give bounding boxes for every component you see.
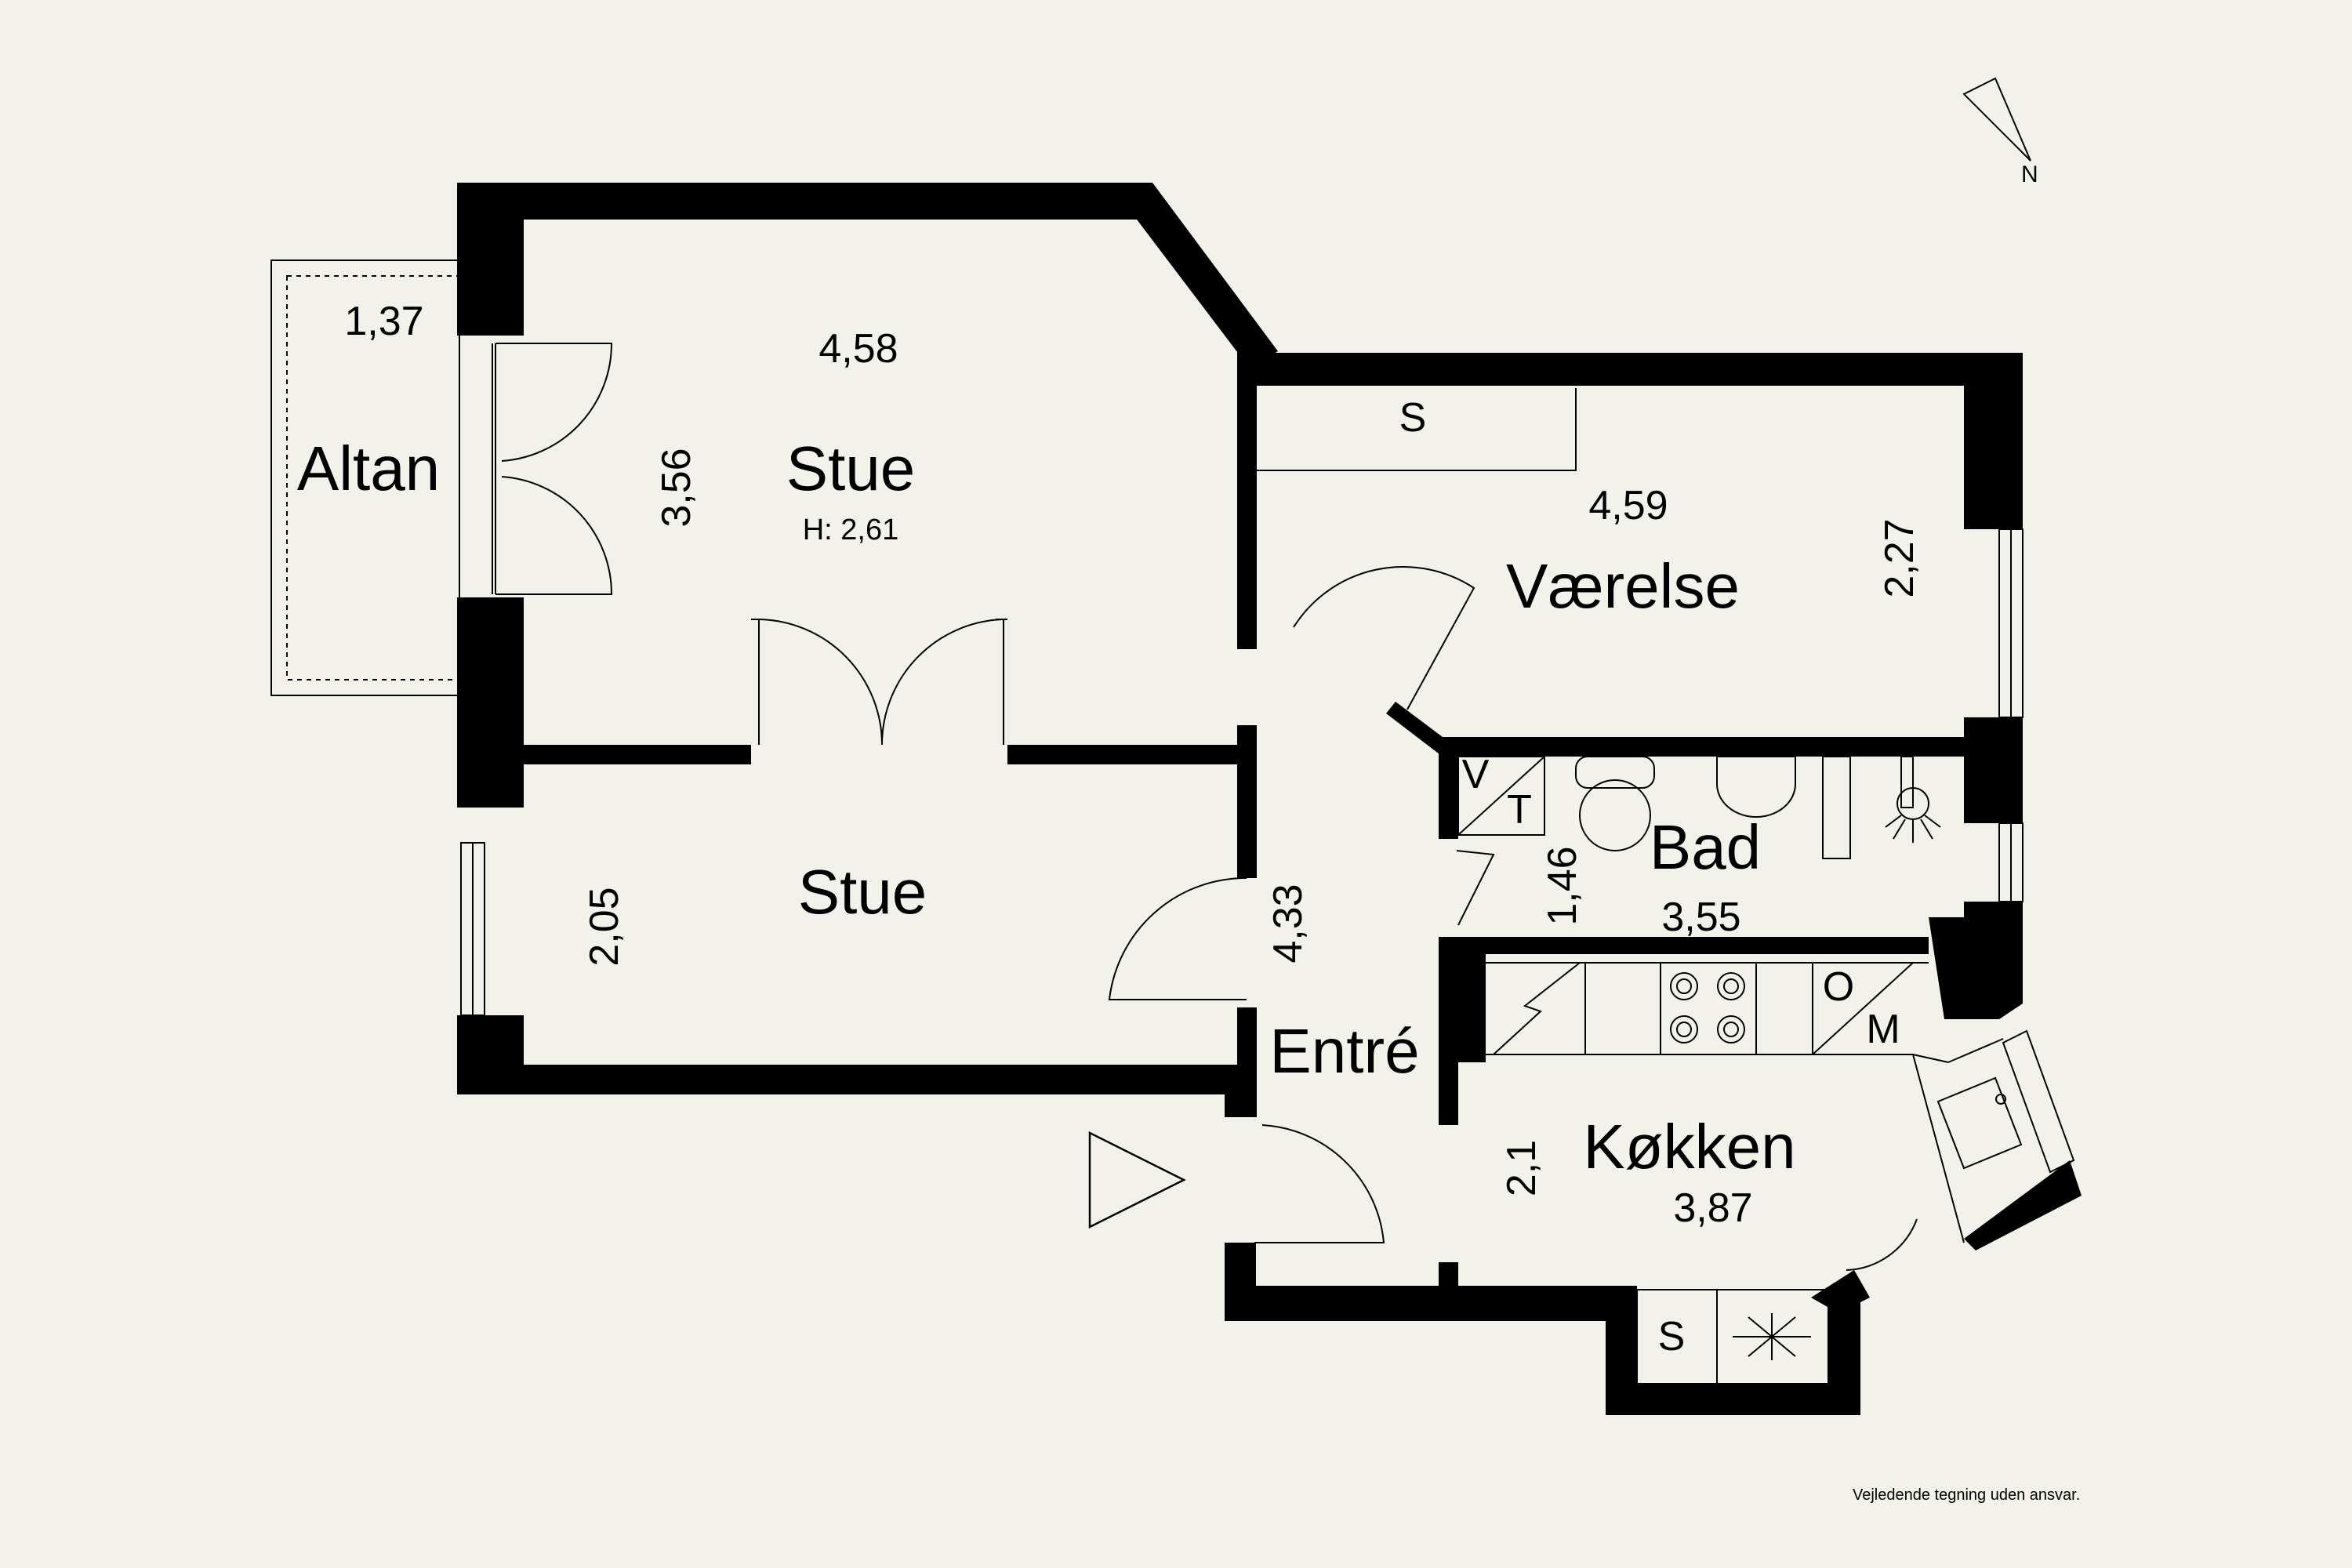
freezer-icon [1733, 1313, 1811, 1360]
towel-rail [1822, 756, 1851, 859]
room-vaerelse-dim-w: 4,59 [1588, 483, 1668, 528]
vaerelse-closet [1254, 388, 1577, 471]
walls [457, 183, 2082, 1415]
kitchen-counter [1486, 962, 2023, 1243]
room-bad-name: Bad [1650, 812, 1761, 882]
room-kokken-dim-h: 2,1 [1499, 1140, 1544, 1196]
room-stue-top-dim-h: 3,56 [654, 448, 699, 527]
room-entre-dim-h: 4,33 [1265, 884, 1311, 963]
kitchen-closet [1636, 1289, 1829, 1385]
room-stue-bottom-dim-h: 2,05 [582, 887, 627, 966]
stove-icon [1670, 972, 1745, 1044]
room-stue-top-name: Stue [786, 434, 916, 503]
north-compass: N [1962, 77, 2038, 187]
compass-label: N [2021, 162, 2038, 187]
kitchen-o-label: O [1823, 964, 1854, 1010]
room-kokken-name: Køkken [1583, 1112, 1795, 1181]
room-stue-top-height: H: 2,61 [803, 514, 899, 546]
bad-t-label: T [1507, 787, 1532, 833]
room-vaerelse-dim-h: 2,27 [1877, 518, 1922, 597]
room-altan-name: Altan [297, 434, 440, 503]
vaerelse-closet-label: S [1399, 395, 1427, 441]
kitchen-closet-label: S [1658, 1314, 1686, 1359]
shower-icon [1885, 756, 1941, 843]
disclaimer-text: Vejledende tegning uden ansvar. [1853, 1486, 2080, 1504]
bad-v-label: V [1462, 752, 1490, 797]
doors [492, 343, 1918, 1271]
kitchen-m-label: M [1866, 1007, 1900, 1052]
bad-fixtures [1457, 756, 1941, 859]
room-kokken-dim-w: 3,87 [1673, 1185, 1752, 1231]
windows [460, 528, 2075, 1174]
entrance-arrow-icon [1088, 1131, 1186, 1229]
toilet-icon [1575, 756, 1655, 851]
dishwasher-icon [1493, 962, 1581, 1055]
compass-arrow-icon [1962, 77, 2031, 162]
kitchen-sink-icon [1936, 1076, 2023, 1170]
room-bad-dim-w: 3,55 [1661, 895, 1740, 940]
room-bad-dim-h: 1,46 [1540, 846, 1585, 925]
room-altan-dim-w: 1,37 [344, 299, 423, 344]
balcony-outline [270, 260, 460, 696]
sink-icon [1716, 756, 1796, 818]
room-stue-bottom-name: Stue [798, 857, 927, 927]
room-vaerelse-name: Værelse [1506, 551, 1740, 621]
room-stue-top-dim-w: 4,58 [818, 326, 898, 372]
room-entre-name: Entré [1269, 1016, 1419, 1086]
